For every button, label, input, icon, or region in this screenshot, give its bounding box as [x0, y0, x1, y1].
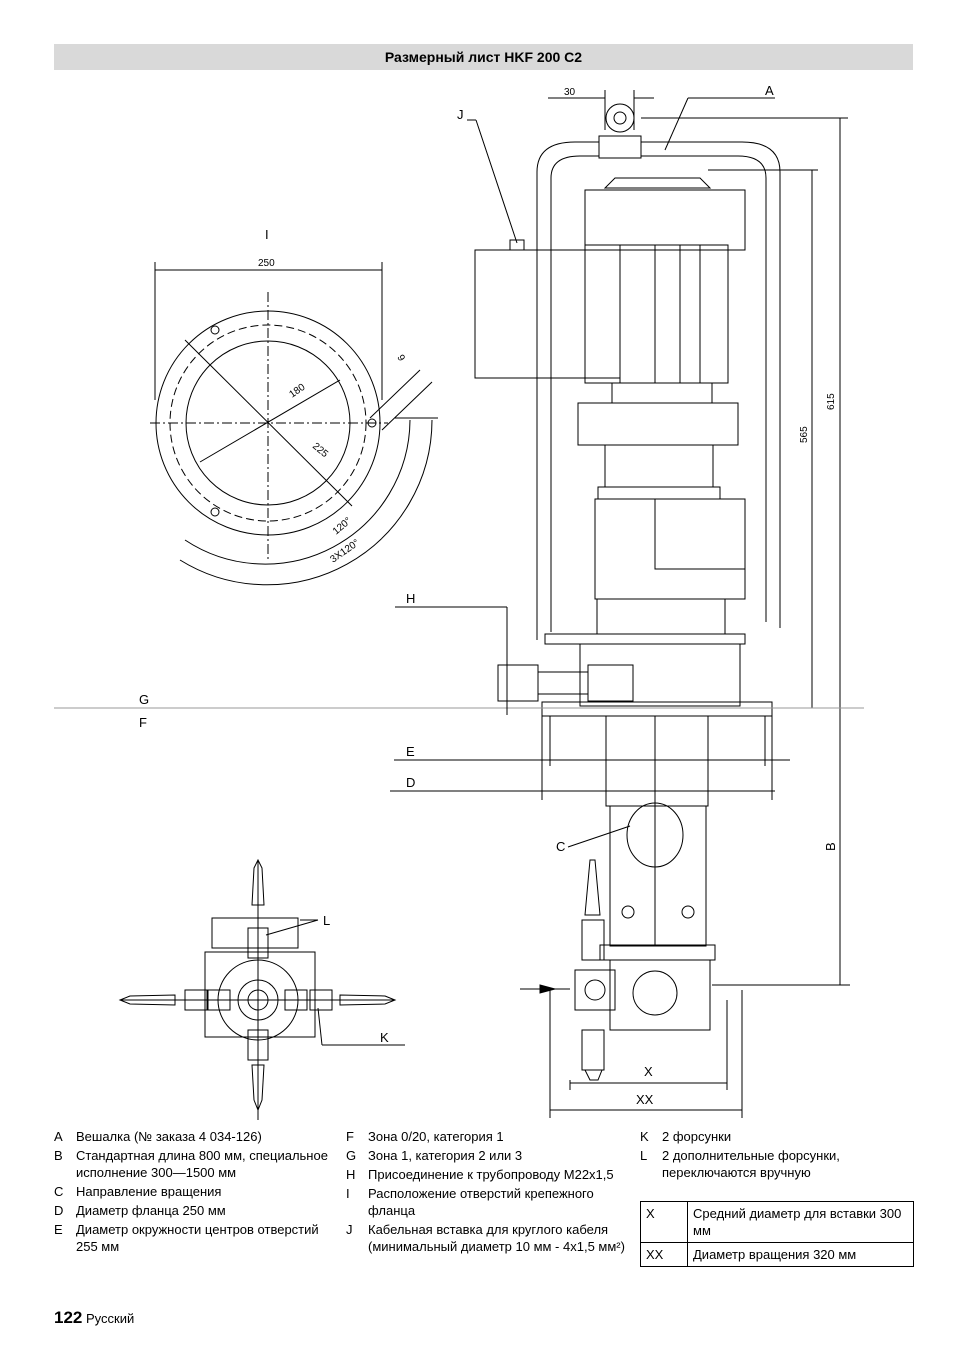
footer-language: Русский	[86, 1311, 135, 1326]
dim-120: 120°	[331, 516, 354, 538]
table-row: XX Диаметр вращения 320 мм	[640, 1242, 914, 1267]
label-j: J	[457, 107, 464, 122]
label-g: G	[139, 692, 149, 707]
label-xx: XX	[636, 1092, 654, 1107]
dim-565: 565	[799, 426, 810, 443]
label-d: D	[406, 775, 415, 790]
page-number: 122	[54, 1308, 83, 1327]
main-side-view	[474, 103, 781, 1081]
dim-9: 9	[394, 353, 407, 364]
table-cell-key: XX	[640, 1242, 688, 1267]
dim-180: 180	[287, 382, 307, 401]
flange-view	[150, 262, 438, 586]
dim-30: 30	[564, 87, 576, 98]
dim-615: 615	[826, 393, 837, 410]
label-c: C	[556, 839, 565, 854]
table-cell-text: Диаметр вращения 320 мм	[687, 1242, 914, 1267]
label-l: L	[323, 913, 330, 928]
label-e: E	[406, 744, 415, 759]
table-cell-key: X	[640, 1201, 688, 1243]
nozzle-bottom-view	[118, 858, 405, 1120]
dimension-lines	[54, 90, 864, 1118]
label-x: X	[644, 1064, 653, 1079]
label-i: I	[265, 227, 269, 242]
label-f: F	[139, 715, 147, 730]
dim-250: 250	[258, 258, 275, 269]
label-b: B	[823, 842, 838, 851]
label-a: A	[765, 83, 774, 98]
label-h: H	[406, 591, 415, 606]
page-footer: 122 Русский	[54, 1308, 134, 1328]
table-row: X Средний диаметр для вставки 300 мм	[640, 1201, 914, 1243]
page-title: Размерный лист HKF 200 C2	[54, 44, 913, 70]
table-cell-text: Средний диаметр для вставки 300 мм	[687, 1201, 914, 1243]
dimension-table: X Средний диаметр для вставки 300 мм XX …	[640, 1201, 914, 1267]
dim-225: 225	[310, 441, 330, 460]
dim-3x120: 3X120°	[328, 538, 361, 566]
label-k: K	[380, 1030, 389, 1045]
